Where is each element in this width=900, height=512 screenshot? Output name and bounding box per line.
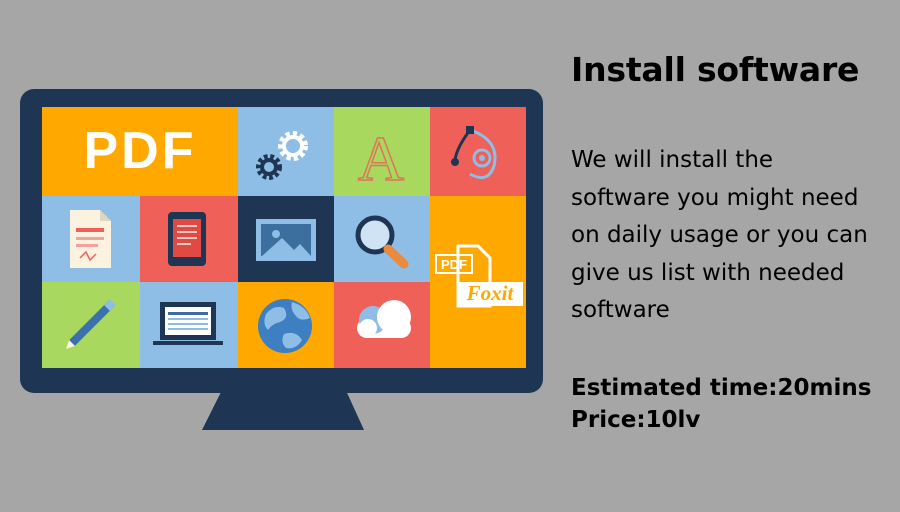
magnifier-icon — [355, 215, 409, 269]
svg-text:PDF: PDF — [441, 257, 467, 272]
tile-gears — [238, 107, 334, 196]
info-panel: Install software We will install the sof… — [571, 48, 891, 436]
vector-pen-icon — [451, 126, 497, 180]
service-description: We will install the software you might n… — [571, 142, 891, 330]
tile-magnifier — [334, 196, 430, 282]
pdf-text-icon: PDF — [84, 122, 197, 180]
description-line: give us list with needed — [571, 259, 845, 286]
tile-foxit: PDF Foxit — [430, 196, 526, 368]
tile-image — [238, 196, 334, 282]
monitor-illustration: PDF A — [20, 89, 543, 430]
tile-pencil — [42, 282, 140, 368]
tile-laptop — [140, 282, 238, 368]
gears-icon — [256, 131, 308, 180]
description-line: software — [571, 297, 670, 323]
tile-globe — [238, 282, 334, 368]
tile-vector — [430, 107, 526, 196]
document-icon — [70, 210, 111, 268]
laptop-icon — [153, 302, 223, 345]
foxit-logo-icon: PDF Foxit — [435, 244, 523, 308]
cloud-icon — [357, 300, 411, 338]
service-title: Install software — [571, 50, 860, 89]
tile-font: A — [334, 107, 430, 196]
tile-tablet — [140, 196, 238, 282]
tile-pdf: PDF — [42, 107, 238, 196]
description-line: on daily usage or you can — [571, 222, 868, 248]
monitor-stand — [202, 384, 364, 430]
tile-document — [42, 196, 140, 282]
description-line: software you might need — [571, 184, 859, 211]
image-icon — [256, 219, 316, 261]
globe-icon — [258, 299, 312, 353]
service-details: Estimated time:20mins Price:10lv — [571, 372, 891, 436]
pencil-icon — [66, 299, 116, 349]
tablet-icon — [168, 212, 206, 266]
description-line: We will install the — [571, 147, 774, 173]
tile-cloud — [334, 282, 430, 368]
price: Price:10lv — [571, 406, 701, 433]
svg-text:Foxit: Foxit — [466, 281, 515, 305]
estimated-time: Estimated time:20mins — [571, 374, 872, 401]
font-letter-icon: A — [358, 123, 404, 194]
